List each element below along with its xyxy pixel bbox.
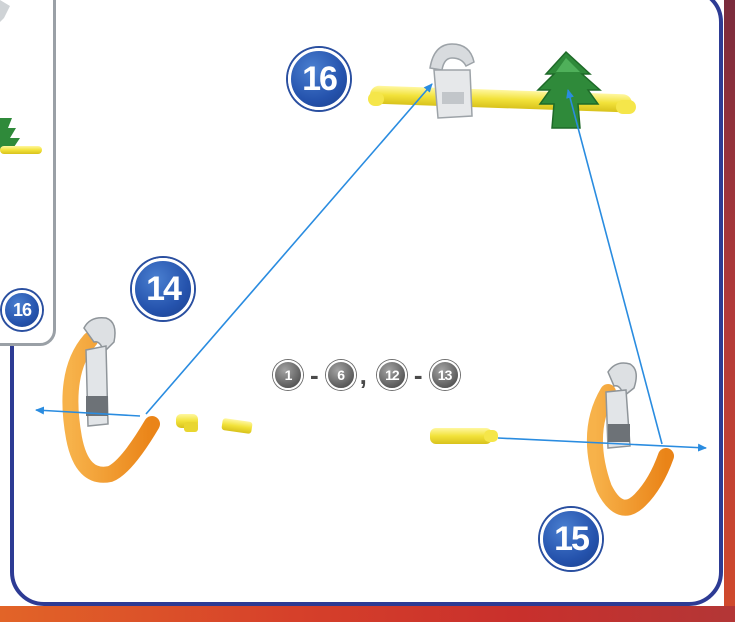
sequence-start-b: 12 [377,360,407,390]
sequence-end-a: 6 [326,360,356,390]
step-badge-right: 15 [540,508,602,570]
step-number-inset: 16 [13,300,31,321]
yellow-rod-icon [176,414,498,444]
sequence-start-b-label: 12 [385,367,399,383]
green-tree-part-icon [538,52,600,128]
step-number-left: 14 [146,270,180,309]
sequence-end-b: 13 [430,360,460,390]
inset-tree-part-icon [0,118,20,150]
step-sequence-reference: 1 - 6 , 12 - 13 [273,358,460,392]
step-number-main: 16 [302,60,336,99]
step-number-right: 15 [554,520,588,559]
sequence-dash-b: - [411,360,426,391]
left-curve-part [70,318,152,475]
step-badge-inset: 16 [2,290,42,330]
sequence-dash-a: - [307,360,322,391]
step-badge-main: 16 [288,48,350,110]
sequence-start-a-label: 1 [285,367,292,383]
top-connector-icon [430,44,474,118]
inset-rod-icon [0,146,42,154]
sequence-comma: , [360,360,373,391]
right-curve-part [595,363,666,508]
inset-connector-icon [0,0,10,22]
sequence-start-a: 1 [273,360,303,390]
sequence-end-b-label: 13 [438,367,452,383]
step-badge-left: 14 [132,258,194,320]
sequence-end-a-label: 6 [337,367,344,383]
